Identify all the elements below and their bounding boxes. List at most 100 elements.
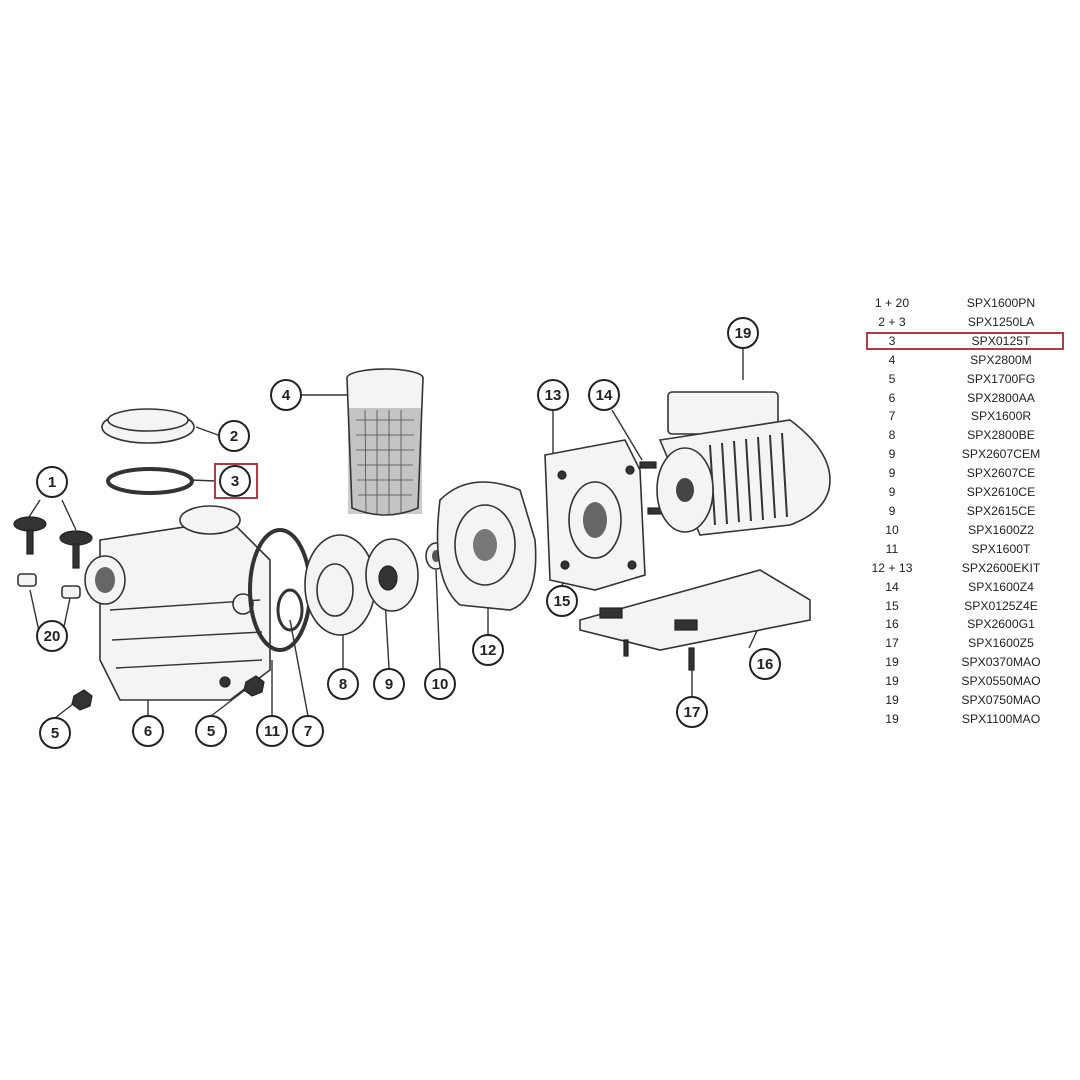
- svg-text:5: 5: [207, 723, 215, 740]
- table-row: 9 SPX2607CE: [866, 464, 1066, 483]
- callout-8: 8: [327, 668, 359, 700]
- part-code-cell: SPX1600Z2: [968, 522, 1034, 537]
- svg-text:11: 11: [264, 723, 280, 740]
- seal-plate-part: [436, 481, 537, 611]
- callout-11: 11: [256, 715, 288, 747]
- table-row: 17 SPX1600Z5: [866, 634, 1066, 653]
- callout-5-left: 5: [39, 717, 71, 749]
- pump-body-part: [84, 505, 271, 701]
- svg-text:12: 12: [480, 642, 497, 659]
- part-ref-cell: 19: [885, 711, 899, 726]
- svg-text:19: 19: [735, 325, 752, 342]
- part-code-cell: SPX1250LA: [967, 314, 1035, 329]
- svg-text:4: 4: [282, 387, 291, 404]
- part-ref-cell: 19: [885, 693, 899, 708]
- callout-15: 15: [546, 585, 578, 617]
- part-code-cell: SPX1600R: [970, 409, 1032, 424]
- svg-text:17: 17: [684, 704, 701, 721]
- impeller-part: [365, 538, 419, 612]
- part-code-cell: SPX0125Z4E: [964, 598, 1038, 613]
- callouts: 1 2 3 4 5 5 6 7 8 9 10 11 12 13 14 15 16…: [36, 317, 781, 749]
- strainer-basket-part: [346, 368, 424, 516]
- svg-text:15: 15: [554, 593, 571, 610]
- part-code-cell: SPX1100MAO: [961, 711, 1041, 726]
- part-code-cell: SPX1700FG: [966, 371, 1036, 386]
- table-row: 11 SPX1600T: [866, 540, 1066, 559]
- callout-14: 14: [588, 379, 620, 411]
- part-code-cell: SPX2607CE: [966, 466, 1036, 481]
- part-ref-cell: 5: [888, 371, 896, 386]
- part-code-cell: SPX0550MAO: [961, 674, 1041, 689]
- motor-part: [656, 391, 831, 536]
- callout-20: 20: [36, 620, 68, 652]
- table-row: 9 SPX2615CE: [866, 502, 1066, 521]
- part-ref-cell: 3: [888, 333, 896, 348]
- callout-17: 17: [676, 696, 708, 728]
- svg-text:5: 5: [51, 725, 59, 742]
- part-code-cell: SPX0750MAO: [961, 693, 1041, 708]
- svg-text:2: 2: [230, 428, 238, 445]
- svg-text:20: 20: [44, 628, 61, 645]
- part-ref-cell: 9: [888, 466, 896, 481]
- callout-6: 6: [132, 715, 164, 747]
- svg-text:16: 16: [757, 656, 774, 673]
- part-ref-cell: 10: [885, 522, 899, 537]
- part-code-cell: SPX2600G1: [967, 617, 1035, 632]
- lid-o-ring-part: [106, 467, 194, 495]
- table-row: 5 SPX1700FG: [866, 370, 1066, 389]
- part-code-cell: SPX1600Z4: [968, 579, 1034, 594]
- callout-16: 16: [749, 648, 781, 680]
- callout-19: 19: [727, 317, 759, 349]
- part-code-cell: SPX2800BE: [967, 428, 1035, 443]
- table-row: 19 SPX0750MAO: [866, 691, 1066, 710]
- table-row: 3 SPX0125T: [866, 332, 1066, 351]
- motor-base-part: [579, 569, 811, 651]
- knob-screws-part: [13, 516, 93, 569]
- svg-text:9: 9: [385, 676, 393, 693]
- svg-text:3: 3: [231, 473, 239, 490]
- diffuser-part: [304, 534, 376, 636]
- part-ref-cell: 6: [888, 390, 896, 405]
- part-code-cell: SPX1600T: [971, 541, 1031, 556]
- part-code-cell: SPX2800AA: [967, 390, 1035, 405]
- part-ref-cell: 16: [885, 617, 899, 632]
- callout-2: 2: [218, 420, 250, 452]
- table-row: 19 SPX0370MAO: [866, 653, 1066, 672]
- table-row: 12 + 13 SPX2600EKIT: [866, 559, 1066, 578]
- table-row: 2 + 3 SPX1250LA: [866, 313, 1066, 332]
- svg-text:1: 1: [48, 474, 56, 491]
- part-ref-cell: 11: [885, 541, 899, 556]
- callout-1: 1: [36, 466, 68, 498]
- part-ref-cell: 9: [888, 485, 896, 500]
- part-code-cell: SPX0125T: [971, 333, 1031, 348]
- leader-lines: [26, 349, 763, 719]
- part-ref-cell: 12 + 13: [871, 560, 913, 575]
- svg-text:6: 6: [144, 723, 152, 740]
- base-screws-part: [623, 639, 695, 671]
- part-code-cell: SPX0370MAO: [961, 655, 1041, 670]
- callout-9: 9: [373, 668, 405, 700]
- part-code-cell: SPX2610CE: [966, 485, 1036, 500]
- part-ref-cell: 17: [885, 636, 899, 651]
- callout-12: 12: [472, 634, 504, 666]
- part-ref-cell: 9: [888, 503, 896, 518]
- part-ref-cell: 8: [888, 428, 896, 443]
- callout-3: 3: [219, 465, 251, 497]
- pins-part: [17, 573, 81, 599]
- part-code-cell: SPX1600Z5: [968, 636, 1034, 651]
- part-ref-cell: 2 + 3: [878, 314, 906, 329]
- part-code-cell: SPX2600EKIT: [961, 560, 1041, 575]
- part-ref-cell: 19: [885, 655, 899, 670]
- part-code-cell: SPX2615CE: [966, 503, 1036, 518]
- diffuser-o-ring-part: [276, 588, 304, 632]
- part-ref-cell: 9: [888, 447, 896, 462]
